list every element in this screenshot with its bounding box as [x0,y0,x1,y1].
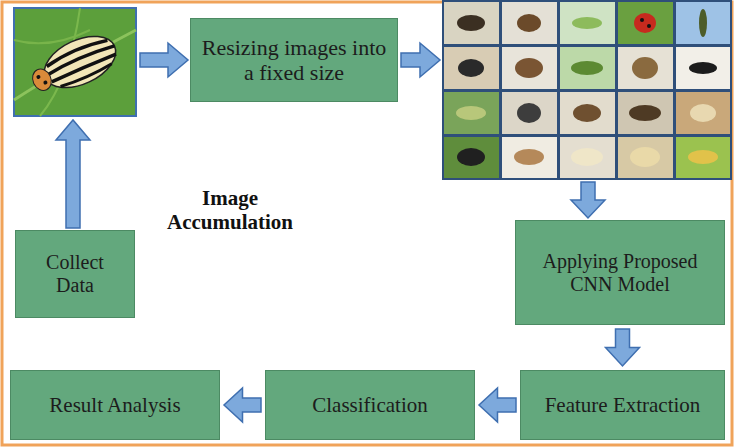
box-text: Classification [312,393,427,417]
box-text: Applying Proposed CNN Model [526,250,714,296]
insect-image-grid [442,0,732,180]
flow-arrow [479,388,516,422]
process-box: Applying Proposed CNN Model [515,220,725,325]
process-box: Collect Data [15,230,135,318]
box-text: Resizing images into a fixed size [201,35,387,86]
box-text: Feature Extraction [545,393,701,417]
flow-arrow [224,388,261,422]
beetle-photo [14,8,136,116]
process-box: Resizing images into a fixed size [190,18,398,102]
process-box: Classification [265,370,475,440]
flow-arrow [606,329,640,366]
process-box: Result Analysis [10,370,220,440]
box-text: Result Analysis [49,393,180,417]
process-box: Feature Extraction [520,370,725,440]
stage-label: Image Accumulation [150,186,310,234]
box-text: Collect Data [26,251,124,297]
